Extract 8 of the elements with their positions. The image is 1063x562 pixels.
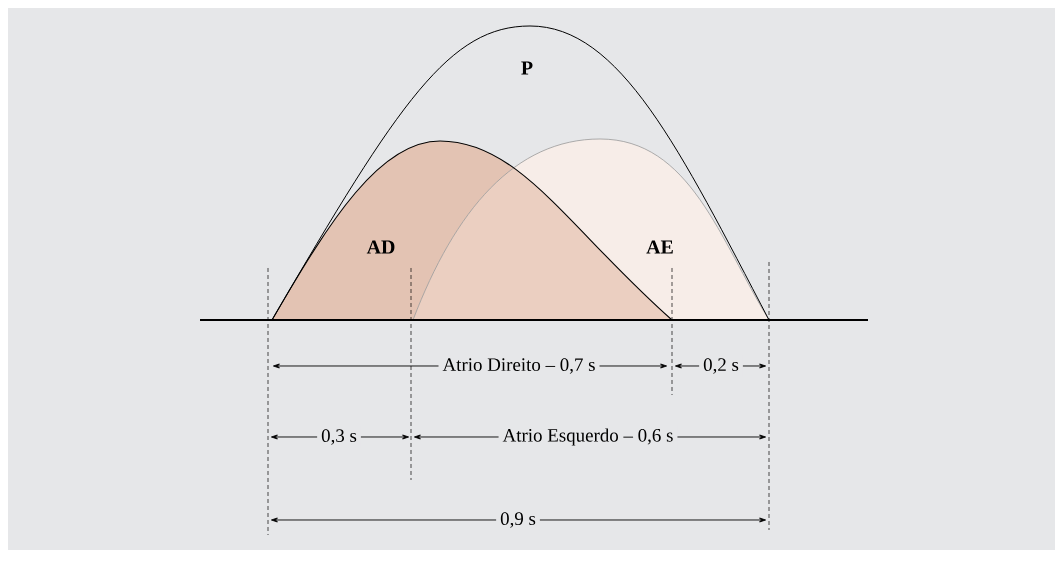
wave-label: AE	[646, 240, 673, 254]
wave-label: P	[521, 61, 533, 75]
dimension-label: Atrio Direito – 0,7 s	[438, 354, 600, 378]
wave-label: AD	[366, 240, 395, 254]
dimension-label: 0,9 s	[496, 508, 540, 532]
dimension-label: 0,3 s	[317, 425, 361, 449]
dimension-label: Atrio Esquerdo – 0,6 s	[498, 424, 678, 450]
dimension-label: 0,2 s	[699, 354, 743, 378]
